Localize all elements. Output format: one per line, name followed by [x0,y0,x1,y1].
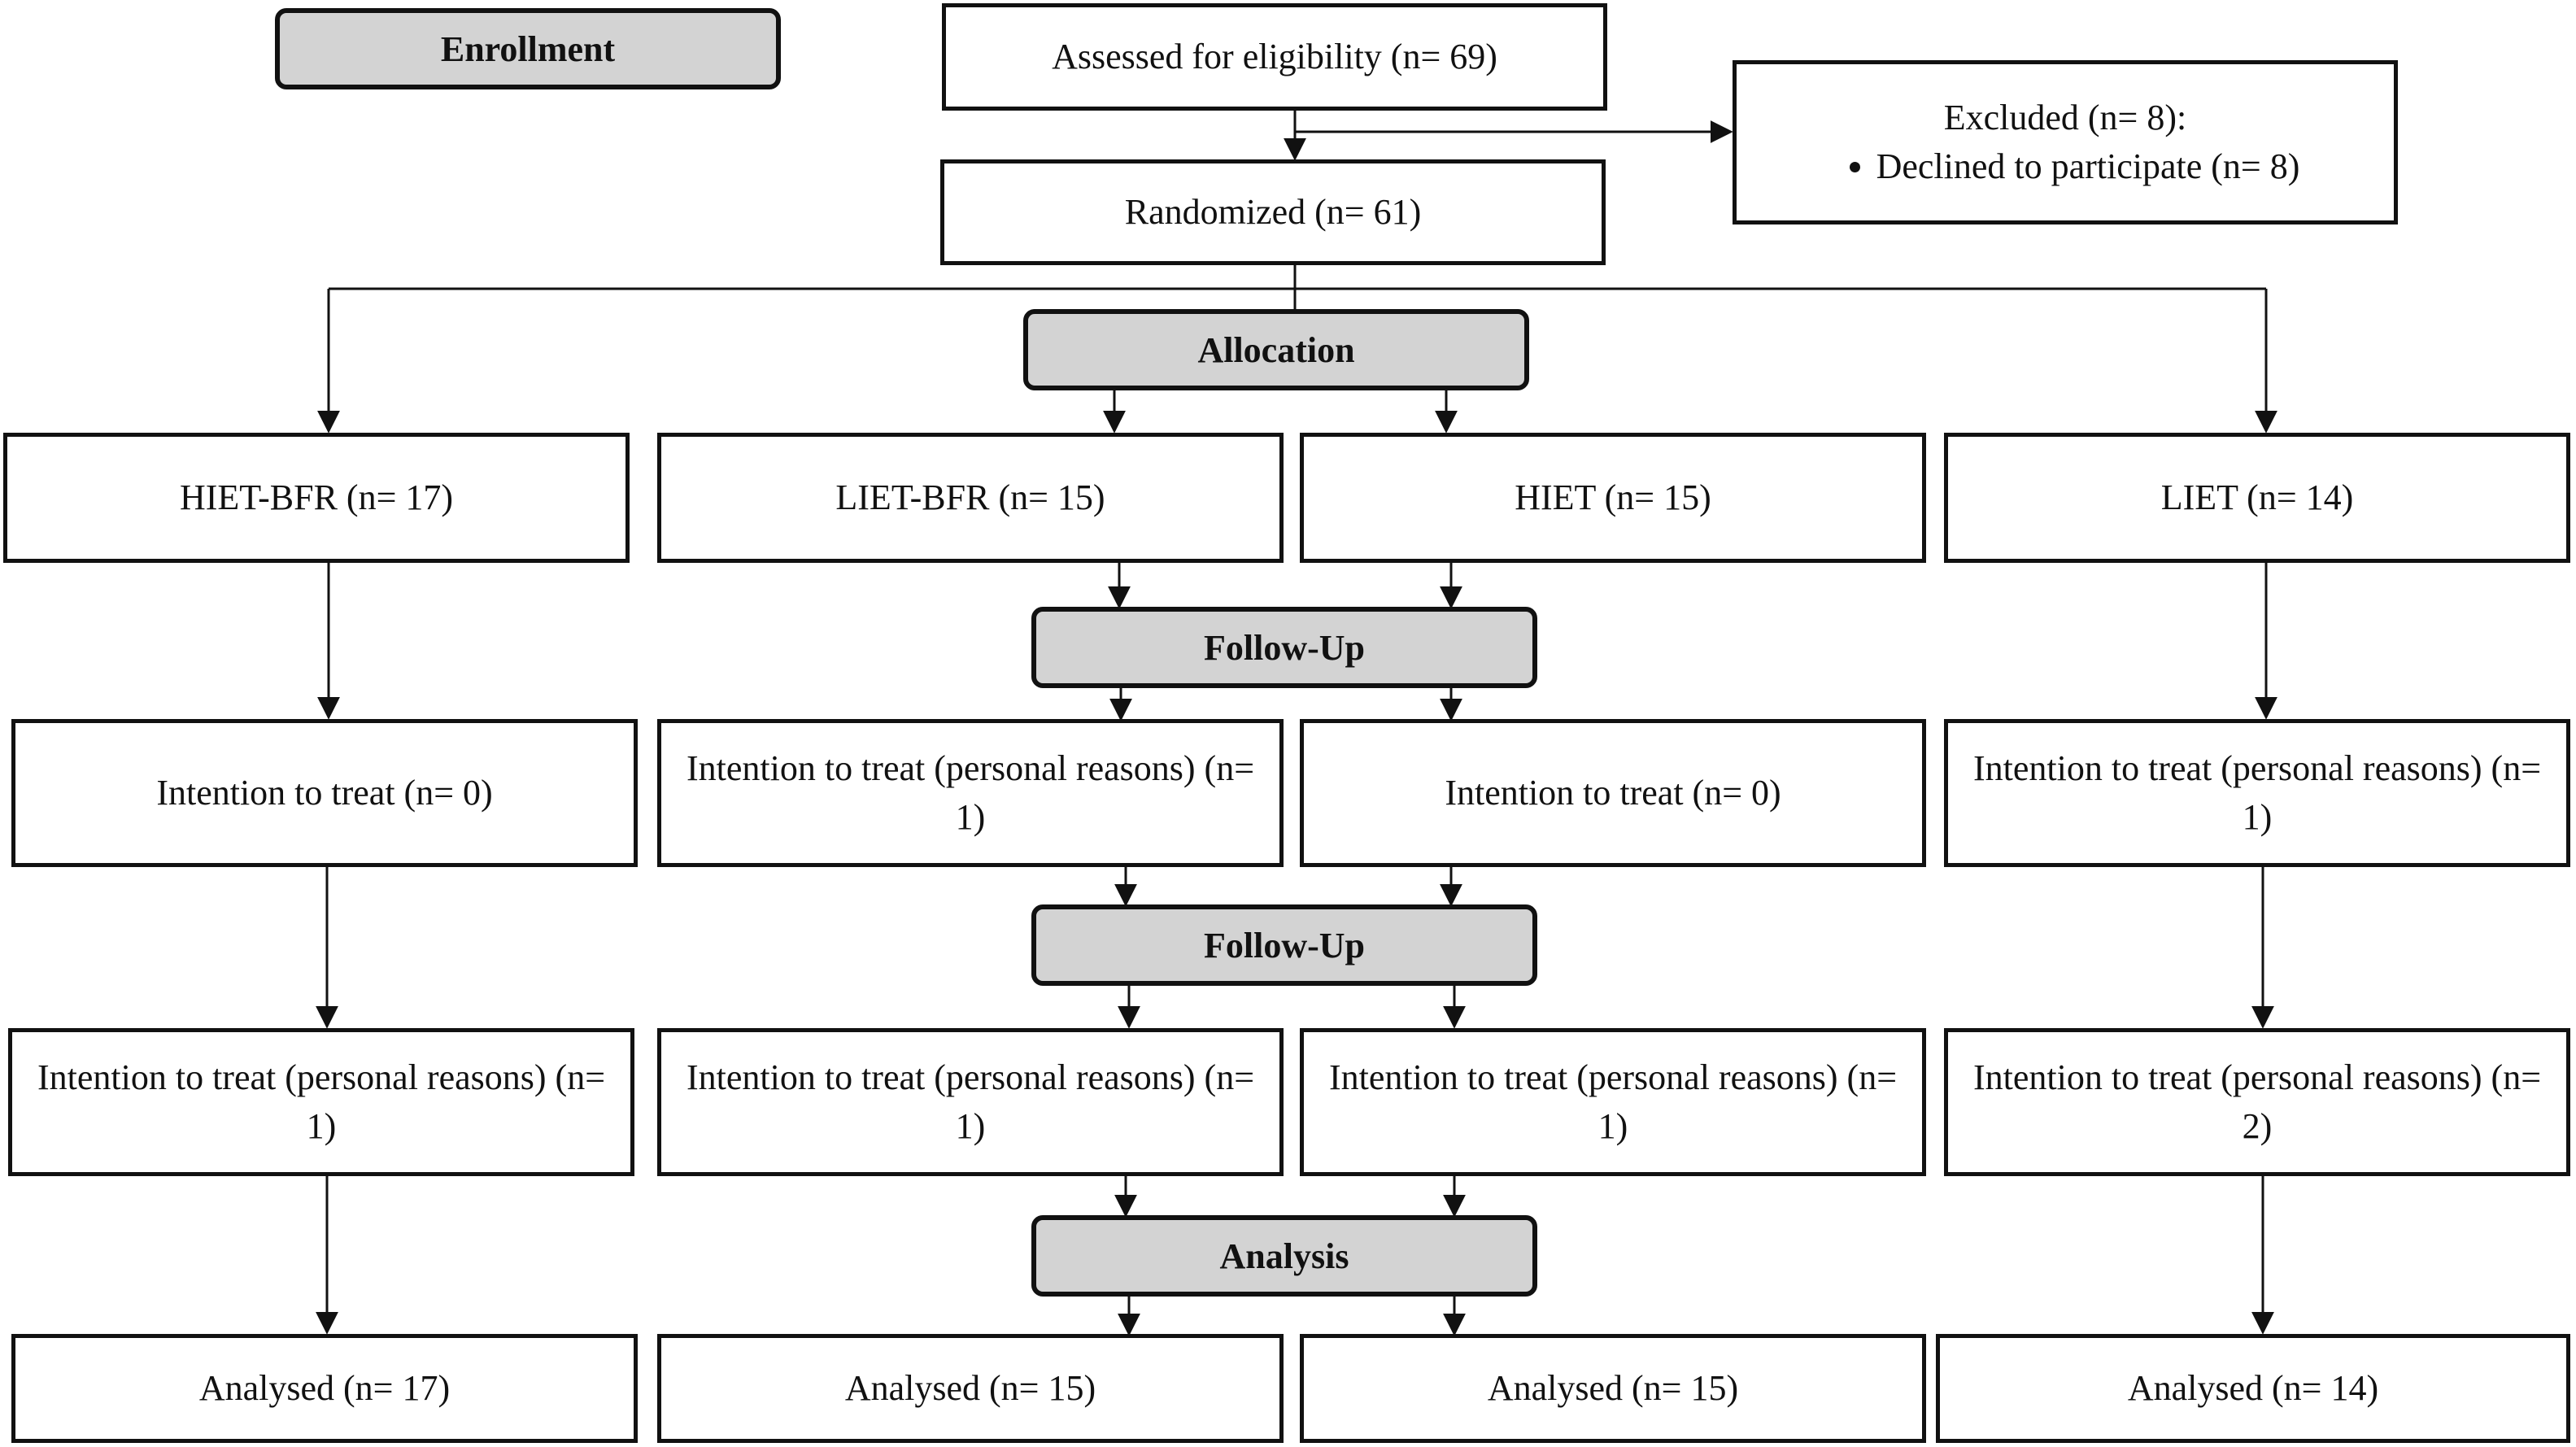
stage-enrollment: Enrollment [275,8,781,89]
followup1-box-hiet: Intention to treat (n= 0) [1300,719,1926,867]
stage-follow-up-1: Follow-Up [1031,607,1537,688]
excluded-title: Excluded (n= 8): [1943,98,2187,137]
excluded-reasons: Declined to participate (n= 8) [1831,142,2300,191]
followup2-box-liet: Intention to treat (personal reasons) (n… [1944,1028,2570,1176]
randomized-box: Randomized (n= 61) [940,159,1606,265]
followup1-box-hiet-bfr: Intention to treat (n= 0) [11,719,638,867]
analysis-box-liet: Analysed (n= 14) [1936,1334,2570,1443]
followup1-box-liet: Intention to treat (personal reasons) (n… [1944,719,2570,867]
analysis-box-hiet-bfr: Analysed (n= 17) [11,1334,638,1443]
excluded-box: Excluded (n= 8): Declined to participate… [1733,60,2398,224]
followup2-box-liet-bfr: Intention to treat (personal reasons) (n… [657,1028,1284,1176]
group-box-hiet: HIET (n= 15) [1300,433,1926,563]
analysis-box-hiet: Analysed (n= 15) [1300,1334,1926,1443]
group-box-hiet-bfr: HIET-BFR (n= 17) [3,433,630,563]
group-box-liet-bfr: LIET-BFR (n= 15) [657,433,1284,563]
assessed-box: Assessed for eligibility (n= 69) [942,3,1607,111]
stage-follow-up-2: Follow-Up [1031,904,1537,986]
excluded-reason: Declined to participate (n= 8) [1876,142,2300,191]
stage-analysis: Analysis [1031,1215,1537,1297]
followup2-box-hiet: Intention to treat (personal reasons) (n… [1300,1028,1926,1176]
analysis-box-liet-bfr: Analysed (n= 15) [657,1334,1284,1443]
group-box-liet: LIET (n= 14) [1944,433,2570,563]
followup1-box-liet-bfr: Intention to treat (personal reasons) (n… [657,719,1284,867]
followup2-box-hiet-bfr: Intention to treat (personal reasons) (n… [8,1028,634,1176]
stage-allocation: Allocation [1023,309,1529,390]
